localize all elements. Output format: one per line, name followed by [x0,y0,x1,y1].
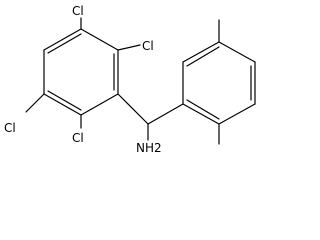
cl-label-top: Cl [72,4,84,18]
bond [47,33,82,54]
cl-label-bottom: Cl [72,131,84,145]
bond [47,90,82,111]
chemical-structure: Cl Cl Cl Cl NH2 [4,4,256,155]
bond [117,44,141,51]
cl-label-upper-right: Cl [142,39,154,53]
bond [218,41,256,63]
bond [147,103,184,125]
bond [117,93,149,125]
bond [182,103,220,125]
structure-canvas: Cl Cl Cl Cl NH2 [4,4,256,155]
bond [186,99,220,120]
bond-lines [25,17,256,145]
amine-label: NH2 [136,141,162,155]
bond [80,28,119,51]
cl-label-left: Cl [4,121,16,135]
bond [218,103,256,125]
bond [182,41,220,63]
bond [25,93,45,113]
bond [186,46,220,67]
bond [80,93,119,116]
bond [43,28,82,51]
bond [43,93,82,116]
